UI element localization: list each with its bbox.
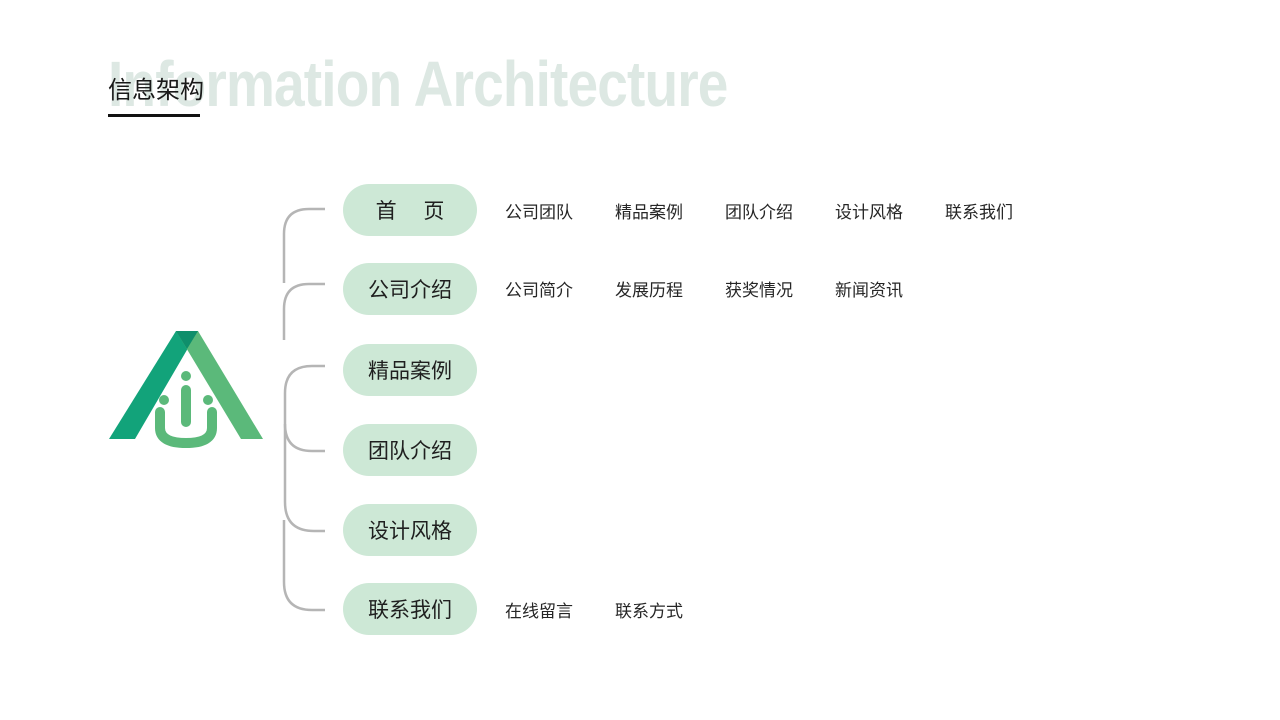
child-item: 公司简介 — [505, 280, 573, 301]
background-title: Information Architecture — [108, 48, 728, 120]
house-people-logo-icon — [109, 331, 263, 448]
node-team-intro: 团队介绍 — [343, 424, 477, 476]
page-title: 信息架构 — [108, 76, 204, 104]
child-item: 获奖情况 — [725, 280, 793, 301]
connector-node-4 — [283, 423, 325, 453]
connector-node-3 — [283, 364, 325, 424]
child-item: 设计风格 — [835, 202, 903, 223]
child-item: 团队介绍 — [725, 202, 793, 223]
connector-node-2 — [282, 282, 325, 340]
connector-node-5 — [283, 424, 325, 533]
logo-person-center-head — [181, 371, 191, 381]
child-item: 联系方式 — [615, 601, 683, 622]
logo-roof-overlap — [176, 331, 198, 349]
node-featured-cases: 精品案例 — [343, 344, 477, 396]
node-home-children: 公司团队 精品案例 团队介绍 设计风格 联系我们 — [505, 184, 1055, 236]
child-item: 联系我们 — [945, 202, 1013, 223]
child-item: 精品案例 — [615, 202, 683, 223]
child-item: 在线留言 — [505, 601, 573, 622]
node-contact-us: 联系我们 — [343, 583, 477, 635]
logo-person-center-body — [181, 385, 191, 427]
logo-person-right-head — [203, 395, 213, 405]
child-item: 发展历程 — [615, 280, 683, 301]
logo-person-left-head — [159, 395, 169, 405]
title-underline — [108, 114, 200, 117]
node-home: 首 页 — [343, 184, 477, 236]
node-company-intro: 公司介绍 — [343, 263, 477, 315]
node-contact-us-children: 在线留言 联系方式 — [505, 583, 725, 635]
connector-node-1 — [282, 207, 325, 283]
node-design-style: 设计风格 — [343, 504, 477, 556]
logo-smile-cup — [155, 407, 217, 448]
connector-node-6 — [282, 520, 325, 612]
logo-roof-right — [176, 331, 263, 439]
node-company-intro-children: 公司简介 发展历程 获奖情况 新闻资讯 — [505, 262, 945, 314]
child-item: 公司团队 — [505, 202, 573, 223]
logo-roof-left — [109, 331, 198, 439]
child-item: 新闻资讯 — [835, 280, 903, 301]
